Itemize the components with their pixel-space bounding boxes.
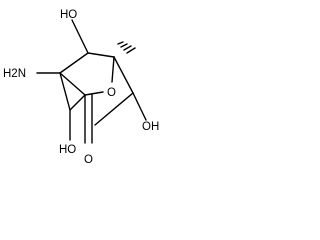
bond-c5-c6 — [94, 92, 134, 126]
bond-c5-oh — [132, 92, 147, 121]
carbonyl-oxygen-label: O — [84, 154, 93, 166]
hydroxyl-label-right: OH — [142, 121, 159, 133]
bond-c7-c4 — [87, 52, 115, 58]
hydroxyl-label-top: HO — [60, 9, 77, 21]
stereo-hash-bond — [117, 41, 136, 54]
bond-c7-c1 — [59, 52, 89, 74]
hydroxyl-label-bottom: HO — [59, 144, 76, 156]
bond-c7-oh — [71, 19, 89, 54]
ring-oxygen-label: O — [107, 87, 116, 99]
hash-4 — [126, 47, 136, 54]
bond-ring-o-c6 — [84, 91, 104, 96]
bond-c1-c6 — [59, 72, 86, 96]
hash-1 — [117, 41, 124, 45]
bond-c2-c6 — [69, 94, 86, 111]
bond-c4-c5 — [113, 56, 134, 94]
bond-lines — [36, 19, 147, 144]
bond-c1-c2 — [59, 72, 71, 111]
atom-labels: HO H2N O OH HO O — [3, 9, 159, 166]
amine-label: H2N — [3, 68, 26, 80]
hash-3 — [123, 45, 132, 51]
molecule-structure-drawing: HO H2N O OH HO O — [3, 9, 159, 166]
hash-2 — [120, 43, 128, 48]
bond-c4-ring-o — [111, 56, 115, 83]
